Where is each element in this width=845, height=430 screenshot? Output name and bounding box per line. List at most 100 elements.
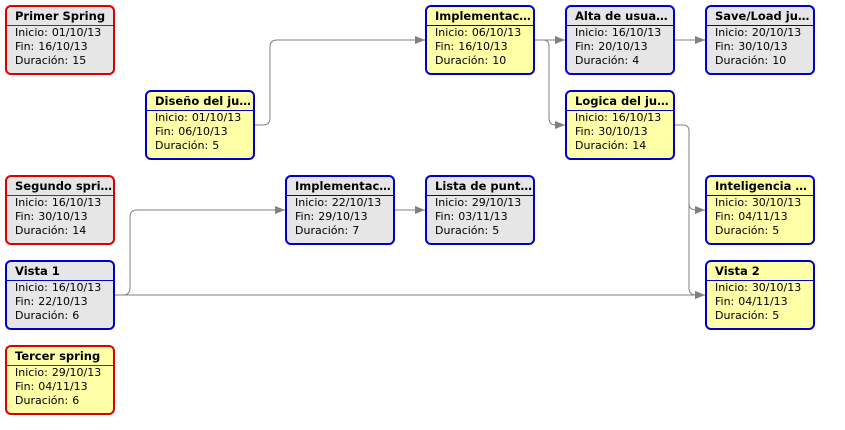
node-duration-row: Duración:5 — [427, 224, 533, 238]
start-label: Inicio: — [15, 196, 48, 209]
node-duration-row: Duración:5 — [707, 309, 813, 323]
duration-value: 5 — [492, 224, 500, 237]
duration-value: 15 — [72, 54, 87, 67]
duration-label: Duración: — [155, 139, 209, 152]
start-value: 20/10/13 — [751, 26, 802, 39]
connector-vista1-to-implementacion2 — [115, 206, 285, 296]
node-start-row: Inicio:20/10/13 — [707, 26, 813, 40]
duration-label: Duración: — [715, 54, 769, 67]
node-duration-row: Duración:4 — [567, 54, 673, 68]
duration-value: 10 — [772, 54, 787, 67]
node-implementacion-2[interactable]: Implementacio... Inicio:22/10/13 Fin:29/… — [285, 175, 395, 245]
connector-diseno-to-implementacion1 — [255, 36, 425, 126]
node-duration-row: Duración:6 — [7, 394, 113, 408]
start-value: 29/10/13 — [51, 366, 102, 379]
duration-label: Duración: — [295, 224, 349, 237]
duration-value: 7 — [352, 224, 360, 237]
node-lista-de-puntajes[interactable]: Lista de punta... Inicio:29/10/13 Fin:03… — [425, 175, 535, 245]
node-tercer-spring[interactable]: Tercer spring Inicio:29/10/13 Fin:04/11/… — [5, 345, 115, 415]
node-duration-row: Duración:10 — [427, 54, 533, 68]
node-diseno-del-juego[interactable]: Diseño del jue... Inicio:01/10/13 Fin:06… — [145, 90, 255, 160]
start-label: Inicio: — [15, 366, 48, 379]
end-value: 30/10/13 — [738, 40, 788, 53]
end-label: Fin: — [15, 295, 35, 308]
duration-value: 6 — [72, 394, 80, 407]
node-segundo-spring[interactable]: Segundo spring Inicio:16/10/13 Fin:30/10… — [5, 175, 115, 245]
end-label: Fin: — [15, 380, 35, 393]
end-label: Fin: — [715, 40, 735, 53]
start-label: Inicio: — [575, 26, 608, 39]
node-title: Implementacio... — [287, 177, 393, 196]
node-alta-de-usuario[interactable]: Alta de usuario Inicio:16/10/13 Fin:20/1… — [565, 5, 675, 75]
duration-value: 10 — [492, 54, 507, 67]
start-value: 01/10/13 — [51, 26, 102, 39]
end-value: 29/10/13 — [318, 210, 368, 223]
connector-implementacion1-to-logica — [535, 39, 565, 129]
end-value: 22/10/13 — [38, 295, 88, 308]
node-end-row: Fin:22/10/13 — [7, 295, 113, 309]
duration-value: 14 — [72, 224, 87, 237]
node-primer-spring[interactable]: Primer Spring Inicio:01/10/13 Fin:16/10/… — [5, 5, 115, 75]
end-label: Fin: — [15, 210, 35, 223]
node-end-row: Fin:03/11/13 — [427, 210, 533, 224]
node-title: Lista de punta... — [427, 177, 533, 196]
node-start-row: Inicio:16/10/13 — [567, 26, 673, 40]
node-end-row: Fin:30/10/13 — [707, 40, 813, 54]
end-value: 04/11/13 — [738, 295, 788, 308]
duration-label: Duración: — [15, 394, 69, 407]
duration-value: 6 — [72, 309, 80, 322]
node-end-row: Fin:20/10/13 — [567, 40, 673, 54]
end-value: 30/10/13 — [38, 210, 88, 223]
end-label: Fin: — [435, 40, 455, 53]
node-start-row: Inicio:01/10/13 — [147, 111, 253, 125]
node-title: Alta de usuario — [567, 7, 673, 26]
node-start-row: Inicio:22/10/13 — [287, 196, 393, 210]
duration-label: Duración: — [575, 139, 629, 152]
duration-value: 4 — [632, 54, 640, 67]
node-start-row: Inicio:29/10/13 — [7, 366, 113, 380]
start-label: Inicio: — [15, 281, 48, 294]
end-value: 04/11/13 — [38, 380, 88, 393]
node-duration-row: Duración:6 — [7, 309, 113, 323]
node-start-row: Inicio:01/10/13 — [7, 26, 113, 40]
node-inteligencia-artificial[interactable]: Inteligencia a... Inicio:30/10/13 Fin:04… — [705, 175, 815, 245]
node-title: Inteligencia a... — [707, 177, 813, 196]
duration-label: Duración: — [15, 224, 69, 237]
node-duration-row: Duración:5 — [147, 139, 253, 153]
end-value: 04/11/13 — [738, 210, 788, 223]
node-logica-del-juego[interactable]: Logica del jue... Inicio:16/10/13 Fin:30… — [565, 90, 675, 160]
node-vista-1[interactable]: Vista 1 Inicio:16/10/13 Fin:22/10/13 Dur… — [5, 260, 115, 330]
node-title: Diseño del jue... — [147, 92, 253, 111]
duration-label: Duración: — [15, 309, 69, 322]
connector-logica-to-inteligencia — [675, 124, 705, 214]
start-value: 30/10/13 — [751, 196, 802, 209]
duration-label: Duración: — [15, 54, 69, 67]
duration-label: Duración: — [715, 309, 769, 322]
node-duration-row: Duración:15 — [7, 54, 113, 68]
node-start-row: Inicio:16/10/13 — [7, 281, 113, 295]
start-label: Inicio: — [435, 196, 468, 209]
node-start-row: Inicio:16/10/13 — [7, 196, 113, 210]
node-start-row: Inicio:06/10/13 — [427, 26, 533, 40]
node-title: Implementacio... — [427, 7, 533, 26]
duration-value: 5 — [772, 309, 780, 322]
node-save-load-juego[interactable]: Save/Load jue... Inicio:20/10/13 Fin:30/… — [705, 5, 815, 75]
start-label: Inicio: — [715, 281, 748, 294]
node-duration-row: Duración:5 — [707, 224, 813, 238]
start-label: Inicio: — [715, 26, 748, 39]
node-duration-row: Duración:7 — [287, 224, 393, 238]
node-vista-2[interactable]: Vista 2 Inicio:30/10/13 Fin:04/11/13 Dur… — [705, 260, 815, 330]
duration-label: Duración: — [435, 224, 489, 237]
node-implementacion-1[interactable]: Implementacio... Inicio:06/10/13 Fin:16/… — [425, 5, 535, 75]
start-value: 16/10/13 — [51, 196, 102, 209]
start-value: 01/10/13 — [191, 111, 242, 124]
node-end-row: Fin:16/10/13 — [427, 40, 533, 54]
start-label: Inicio: — [715, 196, 748, 209]
end-label: Fin: — [715, 210, 735, 223]
node-end-row: Fin:04/11/13 — [707, 295, 813, 309]
node-title: Vista 2 — [707, 262, 813, 281]
end-label: Fin: — [15, 40, 35, 53]
end-label: Fin: — [435, 210, 455, 223]
node-end-row: Fin:16/10/13 — [7, 40, 113, 54]
